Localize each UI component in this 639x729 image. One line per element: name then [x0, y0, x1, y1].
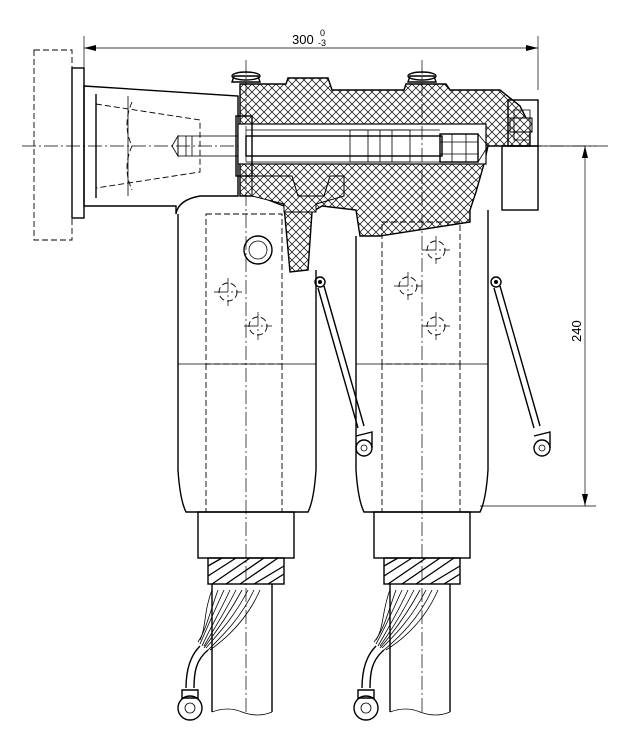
- width-dimension: 300 0 -3: [83, 28, 539, 90]
- width-tolerance-lower: -3: [318, 38, 326, 48]
- width-dimension-value: 300: [292, 32, 314, 47]
- insulation-body-section: [237, 77, 531, 273]
- horizontal-socket: [83, 85, 239, 215]
- left-earthing-strap: [314, 276, 373, 457]
- left-cable: [177, 511, 295, 721]
- through-bolt: [235, 115, 489, 177]
- height-dimension-value: 240: [569, 320, 584, 342]
- termination-plate: [33, 49, 85, 241]
- end-cap: [501, 99, 539, 211]
- width-tolerance-upper: 0: [320, 28, 325, 38]
- lifting-lugs: [231, 71, 437, 83]
- height-dimension: 240: [480, 145, 596, 507]
- right-earthing-strap: [490, 276, 551, 457]
- right-cable: [353, 511, 471, 721]
